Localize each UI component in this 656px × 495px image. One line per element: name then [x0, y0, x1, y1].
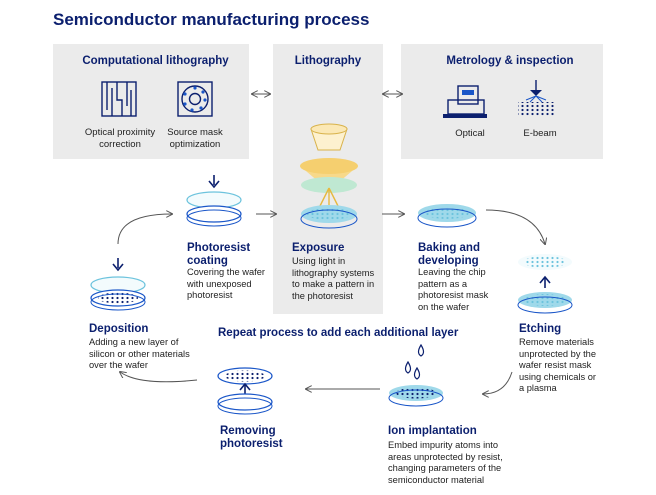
- arrow-baking-etching: [485, 209, 545, 244]
- removing-icon: [217, 367, 273, 415]
- metrology-title: Metrology & inspection: [446, 55, 574, 67]
- exposure-icon: [300, 123, 358, 229]
- arrow-deposition-photoresist: [117, 214, 172, 245]
- opc-label: Optical proximity correction: [84, 127, 156, 150]
- optical-icon: [443, 85, 487, 118]
- computational-lithography-panel: [53, 44, 249, 159]
- photoresist-title: Photoresist coating: [187, 242, 251, 267]
- metrology-panel: [401, 44, 603, 159]
- baking-desc: Leaving the chip pattern as a photoresis…: [418, 267, 489, 312]
- arrow-etching-ion: [483, 371, 513, 394]
- page-title: Semiconductor manufacturing process: [53, 10, 370, 29]
- etching-desc: Remove materials unprotected by the wafe…: [519, 337, 597, 394]
- photoresist-icon: [186, 175, 242, 227]
- baking-title: Baking and developing: [418, 242, 480, 267]
- deposition-title: Deposition: [89, 323, 149, 335]
- optical-label: Optical: [455, 128, 485, 139]
- ebeam-label: E-beam: [523, 128, 557, 139]
- ebeam-icon: [518, 80, 554, 116]
- ion-implantation-icon: [388, 343, 444, 407]
- ion-implantation-desc: Embed impurity atoms into areas unprotec…: [388, 440, 503, 485]
- etching-icon: [517, 254, 573, 314]
- exposure-title: Exposure: [292, 242, 345, 254]
- smo-icon: [177, 81, 213, 117]
- exposure-desc: Using light in lithography systems to ma…: [292, 256, 375, 301]
- computational-lithography-title: Computational lithography: [82, 55, 229, 67]
- etching-title: Etching: [519, 323, 562, 335]
- ion-implantation-title: Ion implantation: [388, 425, 477, 437]
- repeat-label: Repeat process to add each additional la…: [218, 327, 459, 339]
- deposition-desc: Adding a new layer of silicon or other m…: [89, 337, 190, 371]
- smo-label: Source mask optimization: [167, 127, 223, 150]
- deposition-icon: [90, 258, 146, 311]
- removing-title: Removing photoresist: [220, 425, 283, 450]
- photoresist-desc: Covering the wafer with unexposed photor…: [187, 267, 266, 301]
- baking-icon: [417, 204, 477, 228]
- arrow-removing-deposition: [120, 372, 198, 383]
- opc-icon: [101, 81, 137, 117]
- lithography-title: Lithography: [294, 55, 362, 67]
